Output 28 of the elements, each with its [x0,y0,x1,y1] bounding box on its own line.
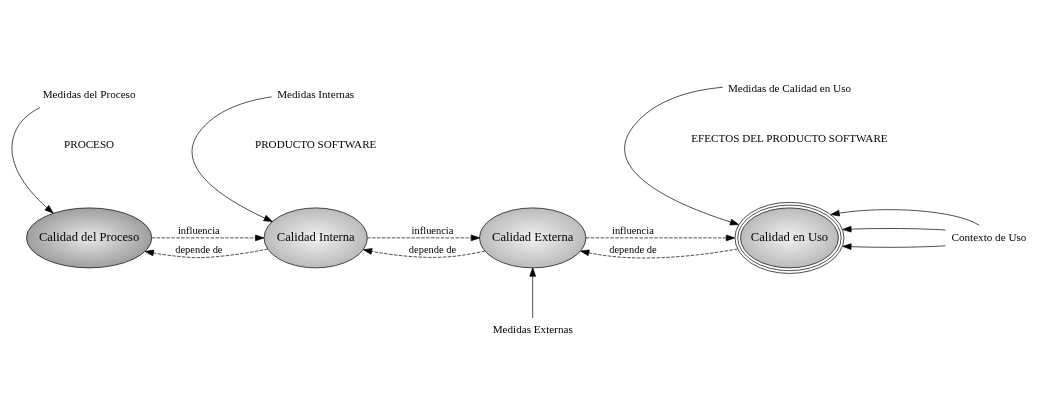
node-text: Medidas del Proceso [42,87,136,100]
arrow [580,248,738,259]
arrow [830,209,980,226]
edge-label: influencia [177,225,220,237]
edge-label: depende de [175,243,223,255]
node-text: Medidas Internas [277,87,355,100]
arrow [191,96,273,222]
node-text: Contexto de Uso [951,230,1027,243]
node-text: Medidas de Calidad en Uso [727,81,852,94]
arrow [151,234,265,242]
arrow [624,86,740,226]
arrow [842,225,946,233]
arrow [363,248,486,258]
label: EFECTOS DEL PRODUCTO SOFTWARE [691,132,888,145]
edge-label: depende de [609,243,657,255]
arrow [842,243,946,250]
arrow [529,267,536,319]
edge-label: influencia [411,225,454,237]
label: PRODUCTO SOFTWARE [254,137,377,150]
arrow [11,107,54,214]
node-text: Medidas Externas [492,323,573,336]
arrow [144,248,269,258]
node-ellipse: Calidad Externa [479,207,587,269]
label: PROCESO [64,137,115,150]
arrow [585,234,736,242]
edge-label: depende de [408,243,457,255]
arrow [367,234,480,242]
edge-label: influencia [611,225,654,237]
